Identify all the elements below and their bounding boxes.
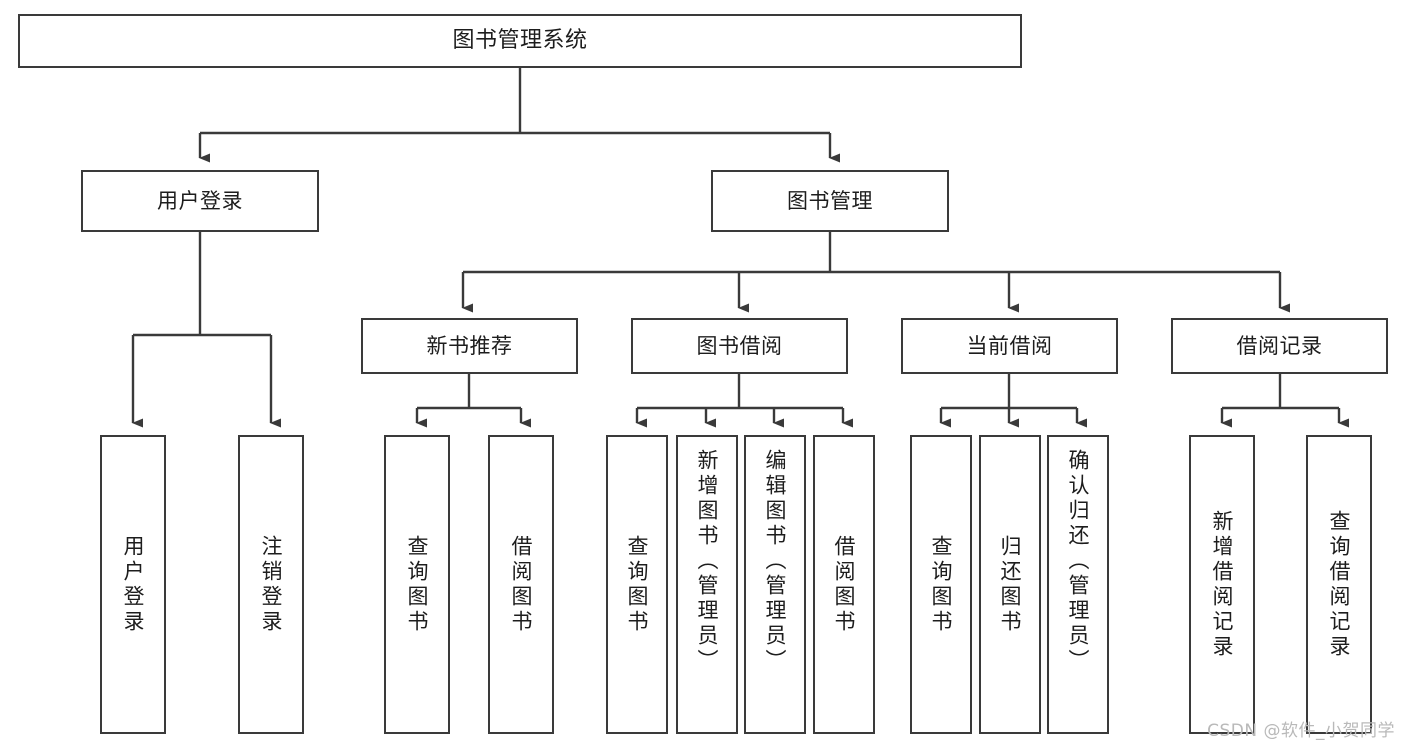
node-label: 新增借阅记录 xyxy=(1210,509,1235,660)
node-label: 查询图书 xyxy=(625,534,650,635)
leaf-bb-edit-book-admin[interactable]: 编辑图书（管理员） xyxy=(744,435,806,734)
leaf-bb-borrow-book[interactable]: 借阅图书 xyxy=(813,435,875,734)
node-label: 确认归还（管理员） xyxy=(1066,449,1091,674)
node-label: 归还图书 xyxy=(998,534,1023,635)
leaf-bb-query-book[interactable]: 查询图书 xyxy=(606,435,668,734)
leaf-nb-borrow-book[interactable]: 借阅图书 xyxy=(488,435,554,734)
node-root-system[interactable]: 图书管理系统 xyxy=(18,14,1022,68)
node-label: 查询图书 xyxy=(405,534,430,635)
node-label: 用户登录 xyxy=(121,534,146,635)
node-label: 用户登录 xyxy=(157,188,243,213)
node-label: 借阅图书 xyxy=(509,534,534,635)
leaf-logout[interactable]: 注销登录 xyxy=(238,435,304,734)
csdn-watermark: CSDN @软件_小贺同学 xyxy=(1207,721,1395,741)
leaf-bb-add-book-admin[interactable]: 新增图书（管理员） xyxy=(676,435,738,734)
node-book-borrow[interactable]: 图书借阅 xyxy=(631,318,848,374)
node-user-login[interactable]: 用户登录 xyxy=(81,170,319,232)
leaf-cb-query-book[interactable]: 查询图书 xyxy=(910,435,972,734)
leaf-nb-query-book[interactable]: 查询图书 xyxy=(384,435,450,734)
leaf-cb-confirm-return-admin[interactable]: 确认归还（管理员） xyxy=(1047,435,1109,734)
leaf-br-query-record[interactable]: 查询借阅记录 xyxy=(1306,435,1372,734)
leaf-cb-return-book[interactable]: 归还图书 xyxy=(979,435,1041,734)
node-borrow-records[interactable]: 借阅记录 xyxy=(1171,318,1388,374)
node-label: 查询图书 xyxy=(929,534,954,635)
node-label: 图书管理 xyxy=(787,188,873,213)
node-label: 借阅图书 xyxy=(832,534,857,635)
node-label: 编辑图书（管理员） xyxy=(763,449,788,674)
node-label: 图书管理系统 xyxy=(452,28,588,54)
leaf-user-login[interactable]: 用户登录 xyxy=(100,435,166,734)
node-label: 图书借阅 xyxy=(696,333,783,358)
node-current-borrow[interactable]: 当前借阅 xyxy=(901,318,1118,374)
leaf-br-add-record[interactable]: 新增借阅记录 xyxy=(1189,435,1255,734)
node-label: 新书推荐 xyxy=(426,333,513,358)
node-book-management[interactable]: 图书管理 xyxy=(711,170,949,232)
node-label: 借阅记录 xyxy=(1236,333,1323,358)
node-label: 注销登录 xyxy=(259,534,284,635)
node-new-book-recommend[interactable]: 新书推荐 xyxy=(361,318,578,374)
node-label: 查询借阅记录 xyxy=(1327,509,1352,660)
node-label: 当前借阅 xyxy=(966,333,1053,358)
node-label: 新增图书（管理员） xyxy=(695,449,720,674)
